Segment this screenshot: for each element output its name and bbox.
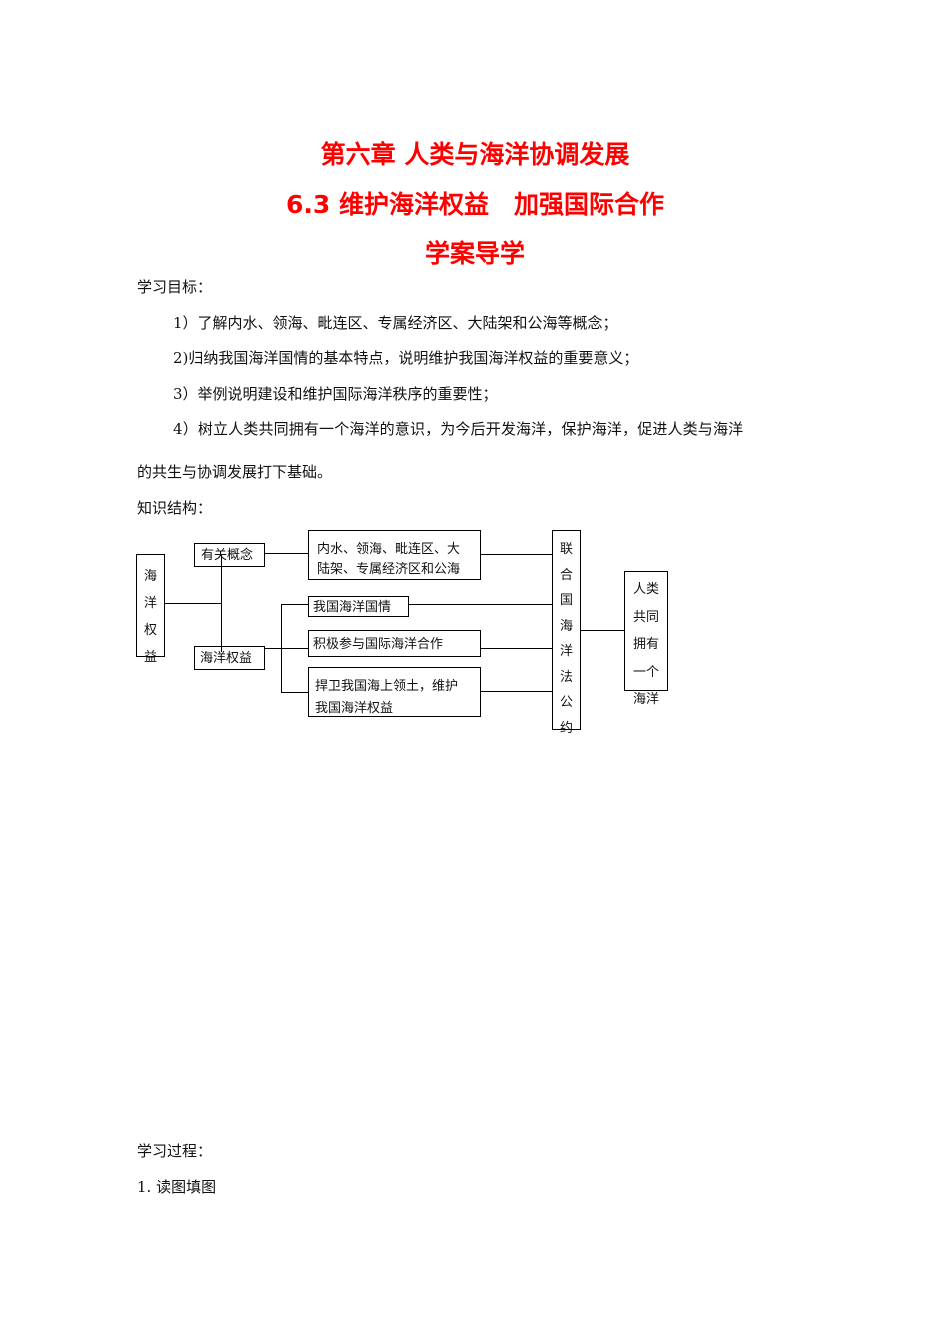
objective-item: 2)归纳我国海洋国情的基本特点，说明维护我国海洋权益的重要意义； xyxy=(173,349,639,367)
right-item-label: 积极参与国际海洋合作 xyxy=(313,637,444,652)
concepts-label: 有关概念 xyxy=(201,548,254,563)
chapter-title: 第六章 人类与海洋协调发展 xyxy=(320,140,630,169)
structure-heading: 知识结构： xyxy=(137,499,213,517)
defend-box: 捍卫我国海上领土，维护 我国海洋权益 xyxy=(308,667,481,717)
connector-line xyxy=(481,554,553,556)
connector-line xyxy=(165,603,222,605)
objective-item-continued: 的共生与协调发展打下基础。 xyxy=(137,463,333,481)
process-item: 1. 读图填图 xyxy=(137,1178,217,1196)
right-item-label: 我国海洋国情 xyxy=(313,600,392,615)
connector-line xyxy=(221,555,223,652)
convention-box: 联合国海洋法公约 xyxy=(552,530,581,736)
connector-line xyxy=(481,648,553,650)
process-heading: 学习过程： xyxy=(137,1142,213,1160)
connector-line xyxy=(281,604,309,606)
connector-line xyxy=(265,648,282,650)
concept-detail-line: 内水、领海、毗连区、大 xyxy=(317,542,461,557)
root-label: 海洋权益 xyxy=(143,569,157,665)
connector-line xyxy=(281,692,309,694)
connector-line xyxy=(581,630,625,632)
defend-line: 捍卫我国海上领土，维护 xyxy=(315,679,459,694)
objective-item: 1）了解内水、领海、毗连区、专属经济区、大陆架和公海等概念； xyxy=(173,314,618,332)
concepts-box: 有关概念 xyxy=(194,543,265,567)
connector-line xyxy=(281,648,309,650)
national-situation-box: 我国海洋国情 xyxy=(308,596,409,617)
convention-label: 联合国海洋法公约 xyxy=(559,542,573,736)
concept-detail-line: 陆架、专属经济区和公海 xyxy=(317,562,461,577)
objective-item: 3）举例说明建设和维护国际海洋秩序的重要性； xyxy=(173,385,498,403)
subtitle: 学案导学 xyxy=(424,239,525,268)
cooperation-box: 积极参与国际海洋合作 xyxy=(308,630,481,657)
concept-detail-box: 内水、领海、毗连区、大 陆架、专属经济区和公海 xyxy=(308,530,481,580)
root-box: 海洋权益 xyxy=(136,554,165,665)
defend-line: 我国海洋权益 xyxy=(315,701,394,716)
section-title: 6.3 维护海洋权益 加强国际合作 xyxy=(286,190,664,219)
rights-box: 海洋权益 xyxy=(194,646,265,670)
connector-line xyxy=(481,691,553,693)
objectives-heading: 学习目标： xyxy=(137,278,213,296)
shared-ocean-box: 人类共同拥有一个海洋 xyxy=(624,571,668,707)
objective-item: 4）树立人类共同拥有一个海洋的意识，为今后开发海洋，保护海洋，促进人类与海洋 xyxy=(173,420,744,438)
connector-line xyxy=(409,604,553,606)
shared-ocean-label: 人类共同拥有一个海洋 xyxy=(632,582,659,707)
connector-line xyxy=(265,553,309,555)
rights-label: 海洋权益 xyxy=(200,651,253,666)
